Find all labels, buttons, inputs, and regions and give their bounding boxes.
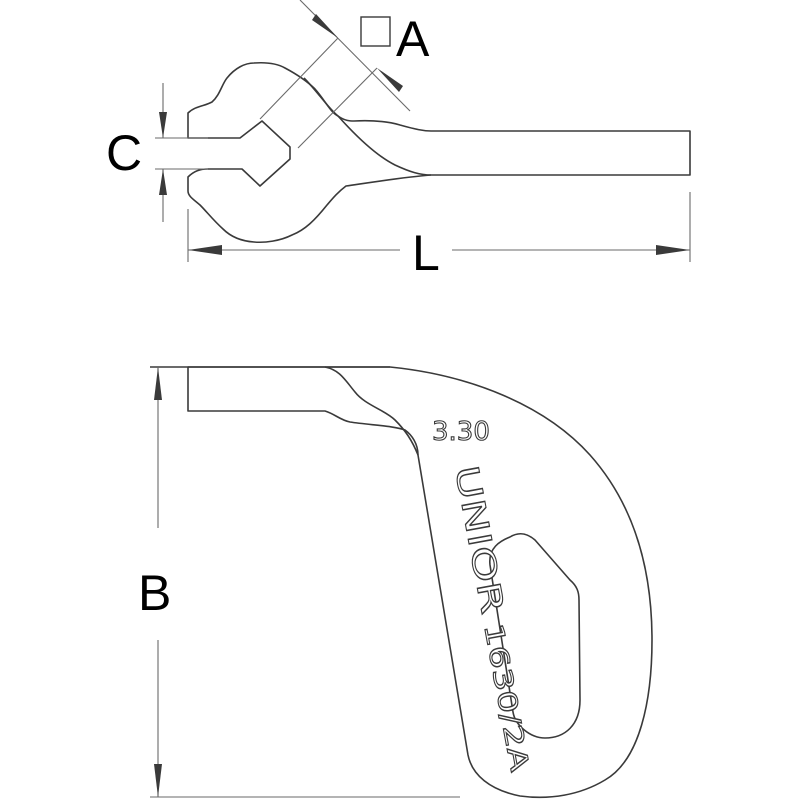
hook-outline bbox=[187, 366, 653, 799]
bend-curve bbox=[324, 366, 419, 456]
size-engraving: 3.30 bbox=[432, 417, 490, 447]
dim-b-arrow-1 bbox=[154, 367, 162, 400]
dim-b-arrow-2 bbox=[154, 764, 162, 797]
side-view: 3.30 UNIOR 1630/2A B bbox=[138, 366, 653, 799]
dim-a-arrow-2 bbox=[377, 68, 403, 92]
dim-l-label: L bbox=[412, 225, 440, 281]
dim-c-label: C bbox=[106, 125, 142, 181]
dim-c-arrow-2 bbox=[159, 169, 167, 195]
dim-a-ext2 bbox=[297, 67, 378, 149]
dim-b-label: B bbox=[138, 565, 171, 621]
top-view: A C L bbox=[106, 0, 691, 281]
square-symbol-icon bbox=[360, 16, 391, 47]
jaw-overlap-curve bbox=[303, 77, 432, 176]
dim-c-arrow-1 bbox=[159, 112, 167, 138]
dim-a-ext1 bbox=[259, 37, 339, 120]
dim-l-arrow-1 bbox=[188, 245, 222, 255]
hook-hole bbox=[489, 532, 581, 739]
dim-l-arrow-2 bbox=[656, 245, 690, 255]
wrench-head-outline bbox=[187, 61, 691, 244]
model-engraving: 1630/2A bbox=[477, 621, 534, 774]
dim-a-label: A bbox=[396, 11, 430, 67]
dim-a-arrow-1 bbox=[312, 14, 338, 38]
brand-engraving: UNIOR bbox=[447, 463, 512, 617]
